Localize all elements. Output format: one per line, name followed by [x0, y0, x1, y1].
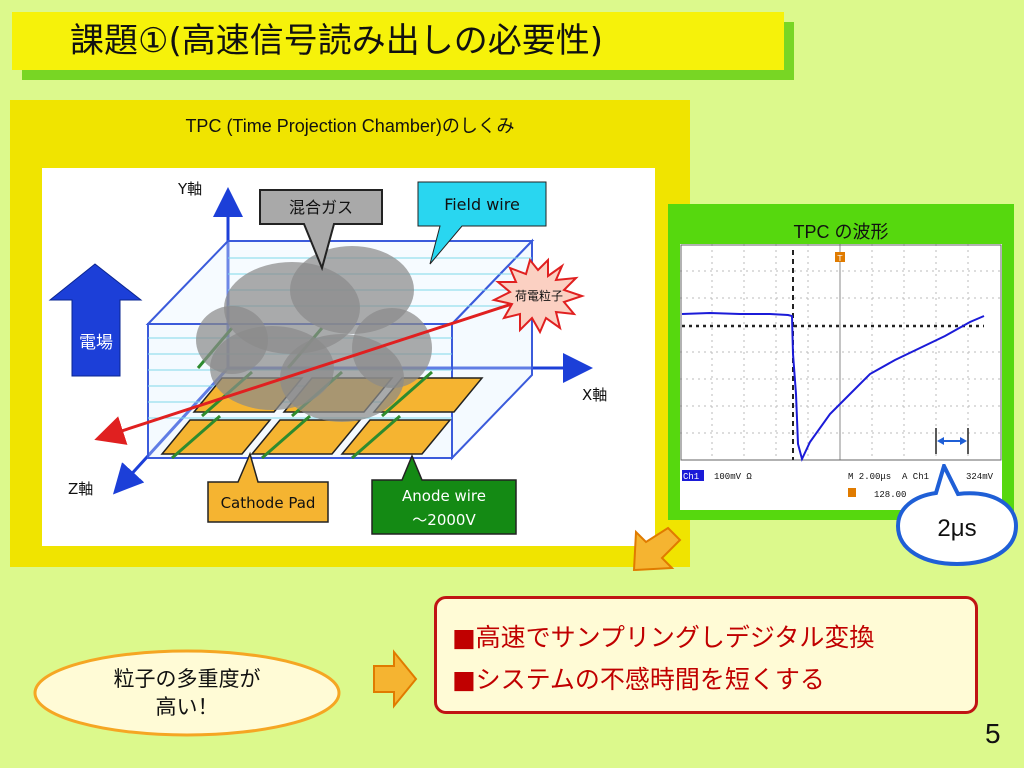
trigger-marker-icon [835, 252, 845, 262]
field-wire-label: Field wire [444, 195, 520, 214]
tpc-diagram: Y軸 X軸 Z軸 混合ガス Field wire 荷電粒子 電場 Cathode… [42, 168, 655, 546]
slide-title: 課題①(高速信号読み出しの必要性) [70, 21, 604, 61]
electric-field-label: 電場 [79, 333, 113, 353]
multiplicity-line1: 粒子の多重度が [114, 667, 261, 691]
page-number: 5 [985, 718, 1001, 749]
two-us-callout: 2μs [895, 464, 1019, 567]
oscilloscope-screen: T Ch1 100mV Ω M 2.00μs A Ch1 324mV 128.0… [680, 244, 1002, 510]
multiplicity-ellipse: 粒子の多重度が 高い！ [33, 649, 341, 737]
anode-voltage-label: ～2000V [412, 511, 476, 529]
bullet-item: ■システムの不感時間を短くする [452, 665, 825, 694]
scope-border [680, 244, 1002, 461]
title-banner [12, 12, 784, 70]
field-wire-bubble [417, 181, 547, 265]
cathode-pad-label: Cathode Pad [221, 494, 316, 512]
two-us-label: 2μs [937, 515, 976, 542]
channel-label: Ch1 [683, 472, 699, 482]
trigger-level-readout: 324mV [966, 472, 994, 482]
timebase-readout: M 2.00μs [848, 472, 891, 482]
particle-track [94, 302, 513, 445]
trigger-source-readout: A Ch1 [902, 472, 929, 482]
scale-readout: 100mV Ω [714, 472, 752, 482]
waveform-title: TPC の波形 [793, 222, 889, 242]
y-axis-label: Y軸 [177, 180, 202, 198]
bullet-item: ■高速でサンプリングしデジタル変換 [452, 623, 875, 652]
right-arrow-icon [373, 649, 418, 709]
two-us-arrowhead-right [960, 437, 967, 445]
position-readout: 128.00 [874, 490, 906, 500]
down-left-arrow-icon [632, 526, 682, 572]
channel-badge [682, 470, 704, 481]
cathode-pad-bubble [207, 451, 329, 523]
gas-label: 混合ガス [289, 198, 353, 217]
z-axis-line [112, 366, 230, 495]
charged-particle-label: 荷電粒子 [515, 288, 563, 303]
multiplicity-line2: 高い！ [156, 695, 219, 719]
two-us-marker [935, 428, 969, 454]
signal-trace [681, 311, 985, 462]
tpc-caption: TPC (Time Projection Chamber)のしくみ [185, 116, 515, 136]
anode-wire-bubble [371, 454, 517, 535]
z-axis-label: Z軸 [68, 480, 93, 498]
position-marker-icon [848, 488, 856, 497]
trigger-marker-label: T [837, 254, 843, 263]
gas-label-bubble [259, 189, 383, 272]
electric-field-arrow [48, 263, 143, 377]
scope-grid [680, 244, 1002, 460]
solution-box [434, 596, 978, 714]
anode-wire-label: Anode wire [402, 487, 486, 505]
x-axis-label: X軸 [582, 386, 607, 404]
charged-particle-burst [491, 257, 586, 335]
two-us-arrowhead-left [937, 437, 944, 445]
